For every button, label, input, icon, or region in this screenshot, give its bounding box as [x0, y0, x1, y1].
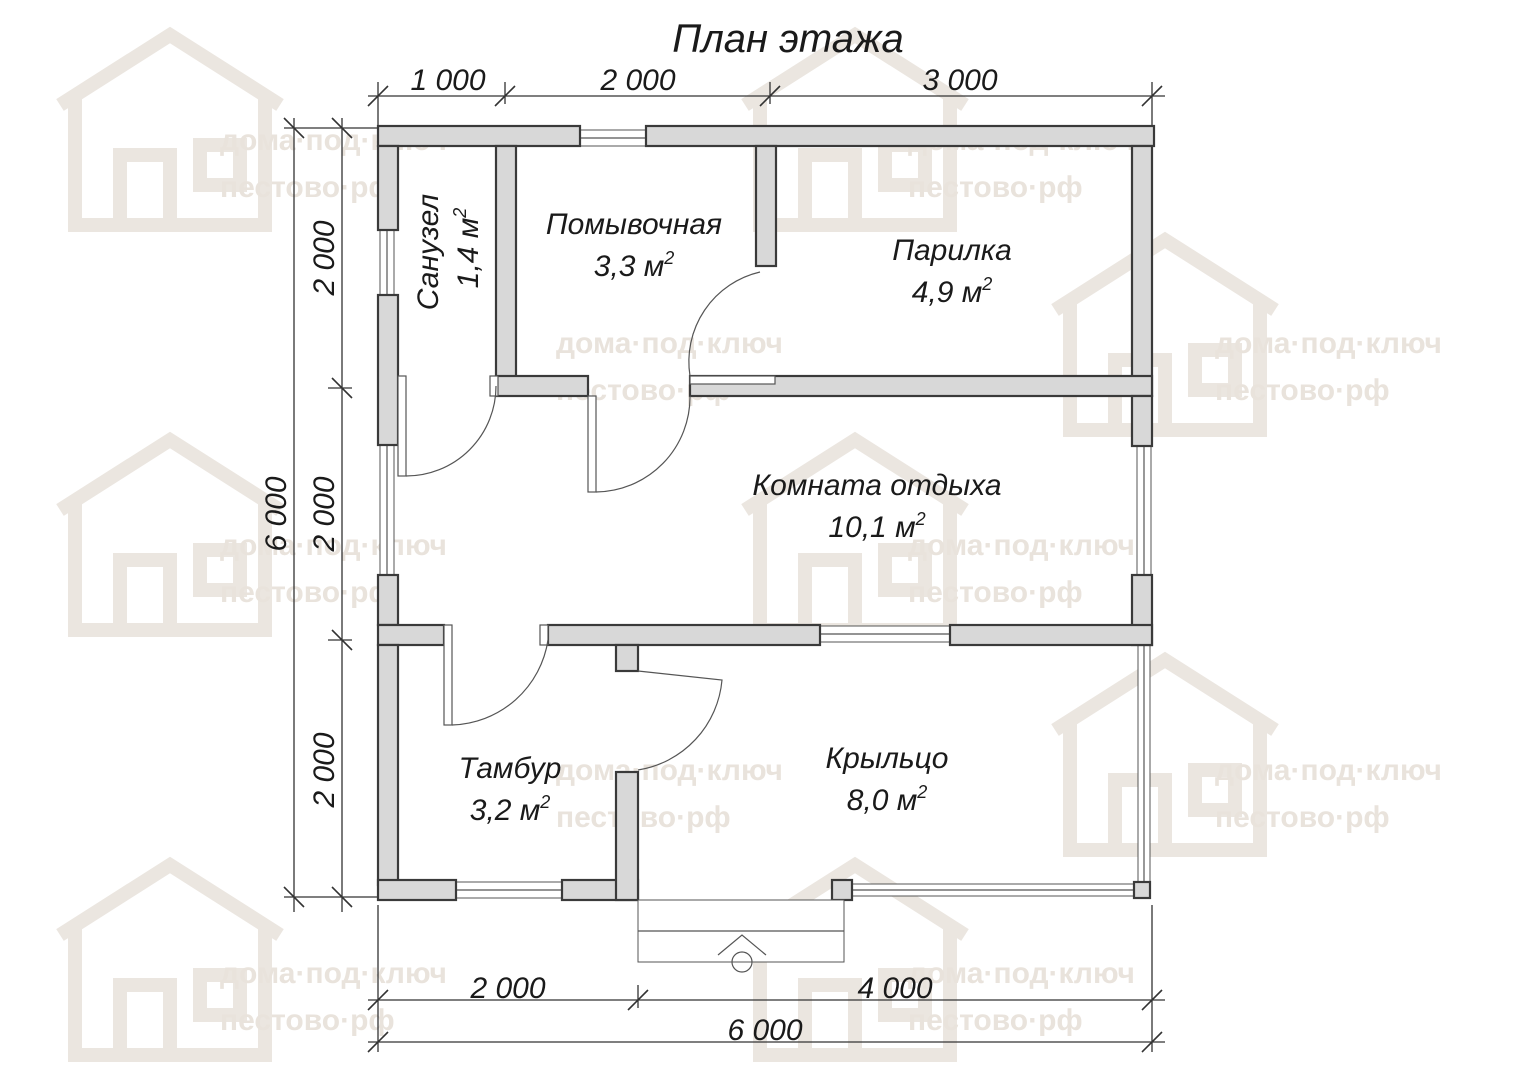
wall — [948, 623, 1154, 647]
door — [397, 375, 407, 477]
room-name: Комната отдыха — [752, 469, 1001, 502]
wall — [546, 623, 822, 647]
room-labels: Санузел 1,4 м2 Помывочная 3,3 м2 Парилка… — [412, 194, 1012, 827]
room-area: 4,9 м2 — [912, 274, 993, 309]
watermark-house-icon — [56, 431, 284, 637]
dimension-label: 2 000 — [308, 476, 341, 552]
wall — [688, 374, 1154, 398]
watermark-text: дома·под·ключ — [556, 754, 783, 787]
dimension-bottom: 2 000 4 000 6 000 — [367, 905, 1165, 1053]
watermark-house-icon — [1051, 651, 1279, 857]
plan-title: План этажа — [672, 17, 903, 61]
watermark-house-icon — [56, 856, 284, 1062]
room-area: 3,2 м2 — [470, 792, 551, 827]
wall — [614, 770, 640, 902]
wall — [494, 374, 590, 398]
watermark-text: пестово·рф — [908, 1004, 1083, 1037]
wall — [376, 878, 458, 902]
watermark-text: дома·под·ключ — [220, 957, 447, 990]
watermark-text: дома·под·ключ — [220, 529, 447, 562]
wall — [376, 124, 582, 148]
dimension-label: 3 000 — [922, 64, 997, 97]
doors — [397, 271, 845, 973]
wall — [376, 144, 400, 232]
door — [443, 624, 453, 726]
room-area: 1,4 м2 — [450, 208, 485, 289]
watermark-text: пестово·рф — [556, 801, 731, 834]
wall — [644, 124, 1156, 148]
watermark-text: пестово·рф — [220, 171, 395, 204]
dimension-label: 2 000 — [469, 972, 545, 1005]
dimension-top: 1 000 2 000 3 000 — [367, 64, 1165, 132]
dimension-label: 2 000 — [308, 732, 341, 808]
watermark-text: пестово·рф — [908, 171, 1083, 204]
watermark-text: дома·под·ключ — [1215, 754, 1442, 787]
watermark-text: дома·под·ключ — [1215, 327, 1442, 360]
porch-post — [830, 878, 854, 902]
porch-post — [1132, 880, 1152, 900]
room-name: Крыльцо — [826, 742, 949, 775]
wall — [376, 573, 400, 627]
wall — [494, 144, 518, 396]
watermark-text: дома·под·ключ — [908, 529, 1135, 562]
door — [489, 375, 499, 397]
room-name: Помывочная — [546, 208, 722, 241]
watermark-house-icon — [741, 26, 969, 232]
watermark-text: пестово·рф — [908, 576, 1083, 609]
dimension-label: 1 000 — [410, 64, 485, 97]
dimension-label: 2 000 — [308, 220, 341, 296]
dimension-label: 4 000 — [857, 972, 932, 1005]
wall — [376, 623, 446, 647]
watermark-layer: дома·под·ключ пестово·рф дома·под·ключ п… — [56, 26, 1442, 1062]
room-name: Тамбур — [459, 752, 562, 785]
dimension-label: 6 000 — [260, 476, 293, 551]
door — [539, 624, 549, 646]
door — [587, 395, 597, 493]
wall — [614, 643, 640, 673]
watermark-text: пестово·рф — [220, 576, 395, 609]
wall — [376, 293, 400, 447]
watermark-text: пестово·рф — [220, 1004, 395, 1037]
watermark-text: пестово·рф — [1215, 801, 1390, 834]
room-area: 10,1 м2 — [828, 509, 925, 544]
watermark-text: пестово·рф — [1215, 374, 1390, 407]
door — [689, 375, 776, 385]
watermark-house-icon — [741, 856, 969, 1062]
dimension-label: 2 000 — [599, 64, 675, 97]
watermark-text: дома·под·ключ — [908, 957, 1135, 990]
wall — [376, 643, 400, 887]
wall — [754, 144, 778, 268]
room-area: 8,0 м2 — [847, 782, 928, 817]
dimension-label: 6 000 — [727, 1014, 802, 1047]
watermark-house-icon — [56, 26, 284, 232]
room-name: Парилка — [892, 234, 1012, 267]
watermark-house-icon — [1051, 231, 1279, 437]
wall — [1130, 144, 1154, 398]
dimension-left: 2 000 2 000 2 000 6 000 — [260, 117, 386, 912]
wall — [1130, 394, 1154, 448]
walls — [376, 124, 1156, 902]
room-area: 3,3 м2 — [594, 248, 675, 283]
watermark-text: дома·под·ключ — [556, 327, 783, 360]
room-name: Санузел — [412, 194, 445, 310]
